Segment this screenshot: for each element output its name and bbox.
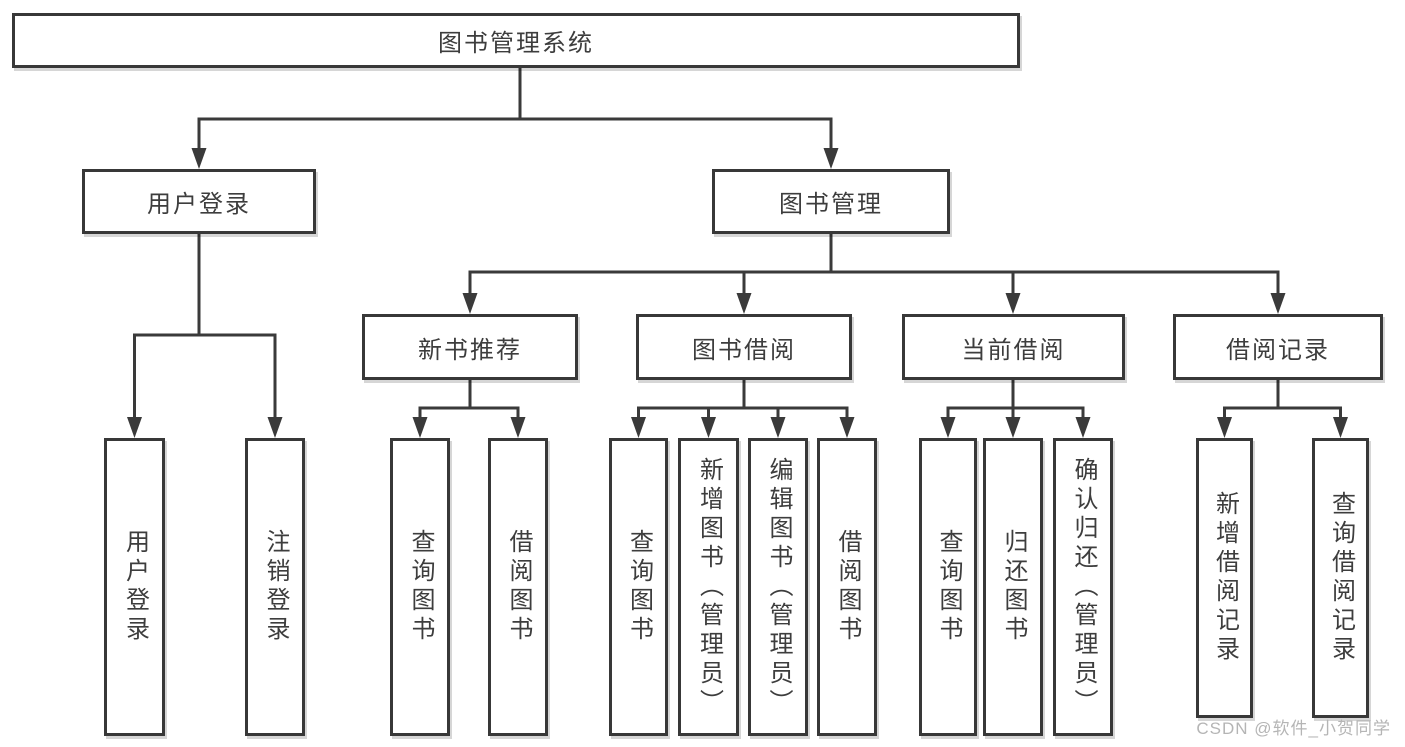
- node-label: 借阅图书: [505, 529, 532, 645]
- leaf-add-book-admin: 新增图书（管理员）: [678, 438, 739, 736]
- node-label: 编辑图书（管理员）: [765, 456, 792, 718]
- node-label: 图书管理: [779, 191, 883, 218]
- node-label: 归还图书: [1000, 529, 1027, 645]
- csdn-watermark: CSDN @软件_小贺同学: [1196, 719, 1391, 738]
- node-label: 图书管理系统: [438, 30, 594, 57]
- node-book-management: 图书管理: [712, 169, 950, 234]
- node-label: 借阅图书: [834, 529, 861, 645]
- leaf-confirm-return-admin: 确认归还（管理员）: [1053, 438, 1113, 736]
- node-book-borrow: 图书借阅: [636, 314, 852, 380]
- node-label: 用户登录: [147, 191, 251, 218]
- node-borrow-records: 借阅记录: [1173, 314, 1383, 380]
- node-label: 用户登录: [121, 529, 149, 645]
- leaf-query-books-borrow: 查询图书: [609, 438, 668, 736]
- leaf-return-book: 归还图书: [983, 438, 1043, 736]
- node-label: 当前借阅: [961, 336, 1066, 364]
- leaf-logout: 注销登录: [245, 438, 305, 736]
- leaf-add-borrow-record: 新增借阅记录: [1196, 438, 1253, 718]
- node-label: 查询图书: [935, 529, 962, 645]
- node-current-borrow: 当前借阅: [902, 314, 1125, 380]
- leaf-edit-book-admin: 编辑图书（管理员）: [748, 438, 808, 736]
- leaf-borrow-books-recommend: 借阅图书: [488, 438, 548, 736]
- node-label: 新书推荐: [418, 336, 522, 364]
- node-label: 图书借阅: [692, 336, 796, 364]
- node-label: 新增图书（管理员）: [695, 456, 723, 718]
- node-new-book-recommend: 新书推荐: [362, 314, 578, 380]
- node-label: 借阅记录: [1226, 336, 1330, 364]
- leaf-query-books-recommend: 查询图书: [390, 438, 450, 736]
- leaf-borrow-books: 借阅图书: [817, 438, 877, 736]
- node-label: 查询图书: [407, 529, 434, 645]
- node-user-login: 用户登录: [82, 169, 316, 234]
- node-label: 新增借阅记录: [1211, 491, 1239, 665]
- node-label: 确认归还（管理员）: [1070, 456, 1097, 718]
- leaf-user-login: 用户登录: [104, 438, 165, 736]
- node-label: 查询借阅记录: [1327, 491, 1355, 665]
- leaf-query-borrow-record: 查询借阅记录: [1312, 438, 1369, 718]
- node-root: 图书管理系统: [12, 13, 1020, 68]
- node-label: 注销登录: [262, 529, 289, 645]
- leaf-query-books-current: 查询图书: [919, 438, 977, 736]
- node-label: 查询图书: [625, 529, 653, 645]
